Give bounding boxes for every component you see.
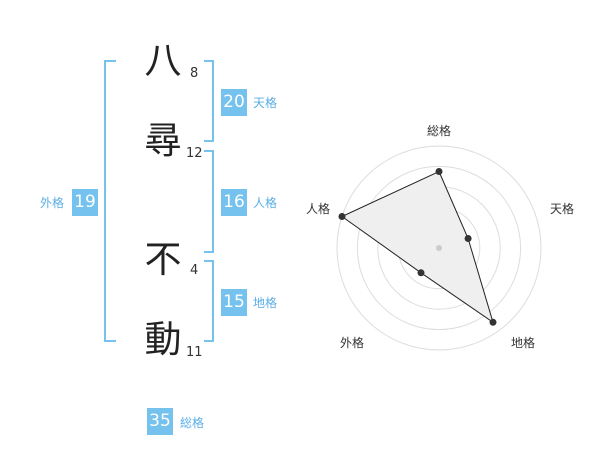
radar-point-0: [435, 168, 443, 175]
chikaku-label: 地格: [253, 296, 278, 310]
radar-polygon: [341, 170, 494, 324]
radar-point-3: [417, 269, 425, 277]
gaikaku-value: 19: [72, 189, 98, 216]
jinkaku-value: 16: [221, 189, 247, 216]
stroke-count-4: 11: [186, 345, 203, 360]
name-char-4: 動: [144, 318, 182, 361]
name-char-3: 不: [144, 238, 182, 281]
stroke-count-1: 8: [190, 66, 199, 81]
tenkaku-value: 20: [221, 89, 247, 116]
radar-ring: [356, 165, 522, 331]
chikaku-value: 15: [221, 289, 247, 316]
stroke-count-3: 4: [190, 263, 199, 278]
name-char-2: 尋: [144, 119, 182, 162]
jinkaku-label: 人格: [253, 196, 278, 210]
tenkaku-label: 天格: [253, 96, 278, 110]
radar-point-1: [464, 235, 472, 242]
soukaku-label: 総格: [180, 416, 205, 430]
gaikaku-bracket: [104, 60, 116, 342]
jinkaku-bracket: [204, 150, 214, 253]
gaikaku-label: 外格: [40, 196, 65, 210]
radar-point-4: [338, 213, 346, 220]
soukaku-value: 35: [147, 408, 173, 435]
radar-point-2: [489, 318, 497, 326]
stroke-count-2: 12: [186, 146, 203, 161]
chikaku-bracket: [204, 260, 214, 342]
tenkaku-bracket: [204, 60, 214, 142]
radar-label-gaikaku: 外格: [340, 336, 365, 350]
name-char-1: 八: [144, 39, 182, 82]
radar-label-tenkaku: 天格: [550, 202, 575, 216]
radar-points: [338, 168, 497, 326]
radar-label-soukaku: 総格: [427, 124, 452, 138]
radar-label-chikaku: 地格: [511, 336, 536, 350]
radar-center-dot: [436, 245, 442, 251]
radar-label-jinkaku: 人格: [306, 202, 331, 216]
radar-ring: [336, 145, 542, 351]
